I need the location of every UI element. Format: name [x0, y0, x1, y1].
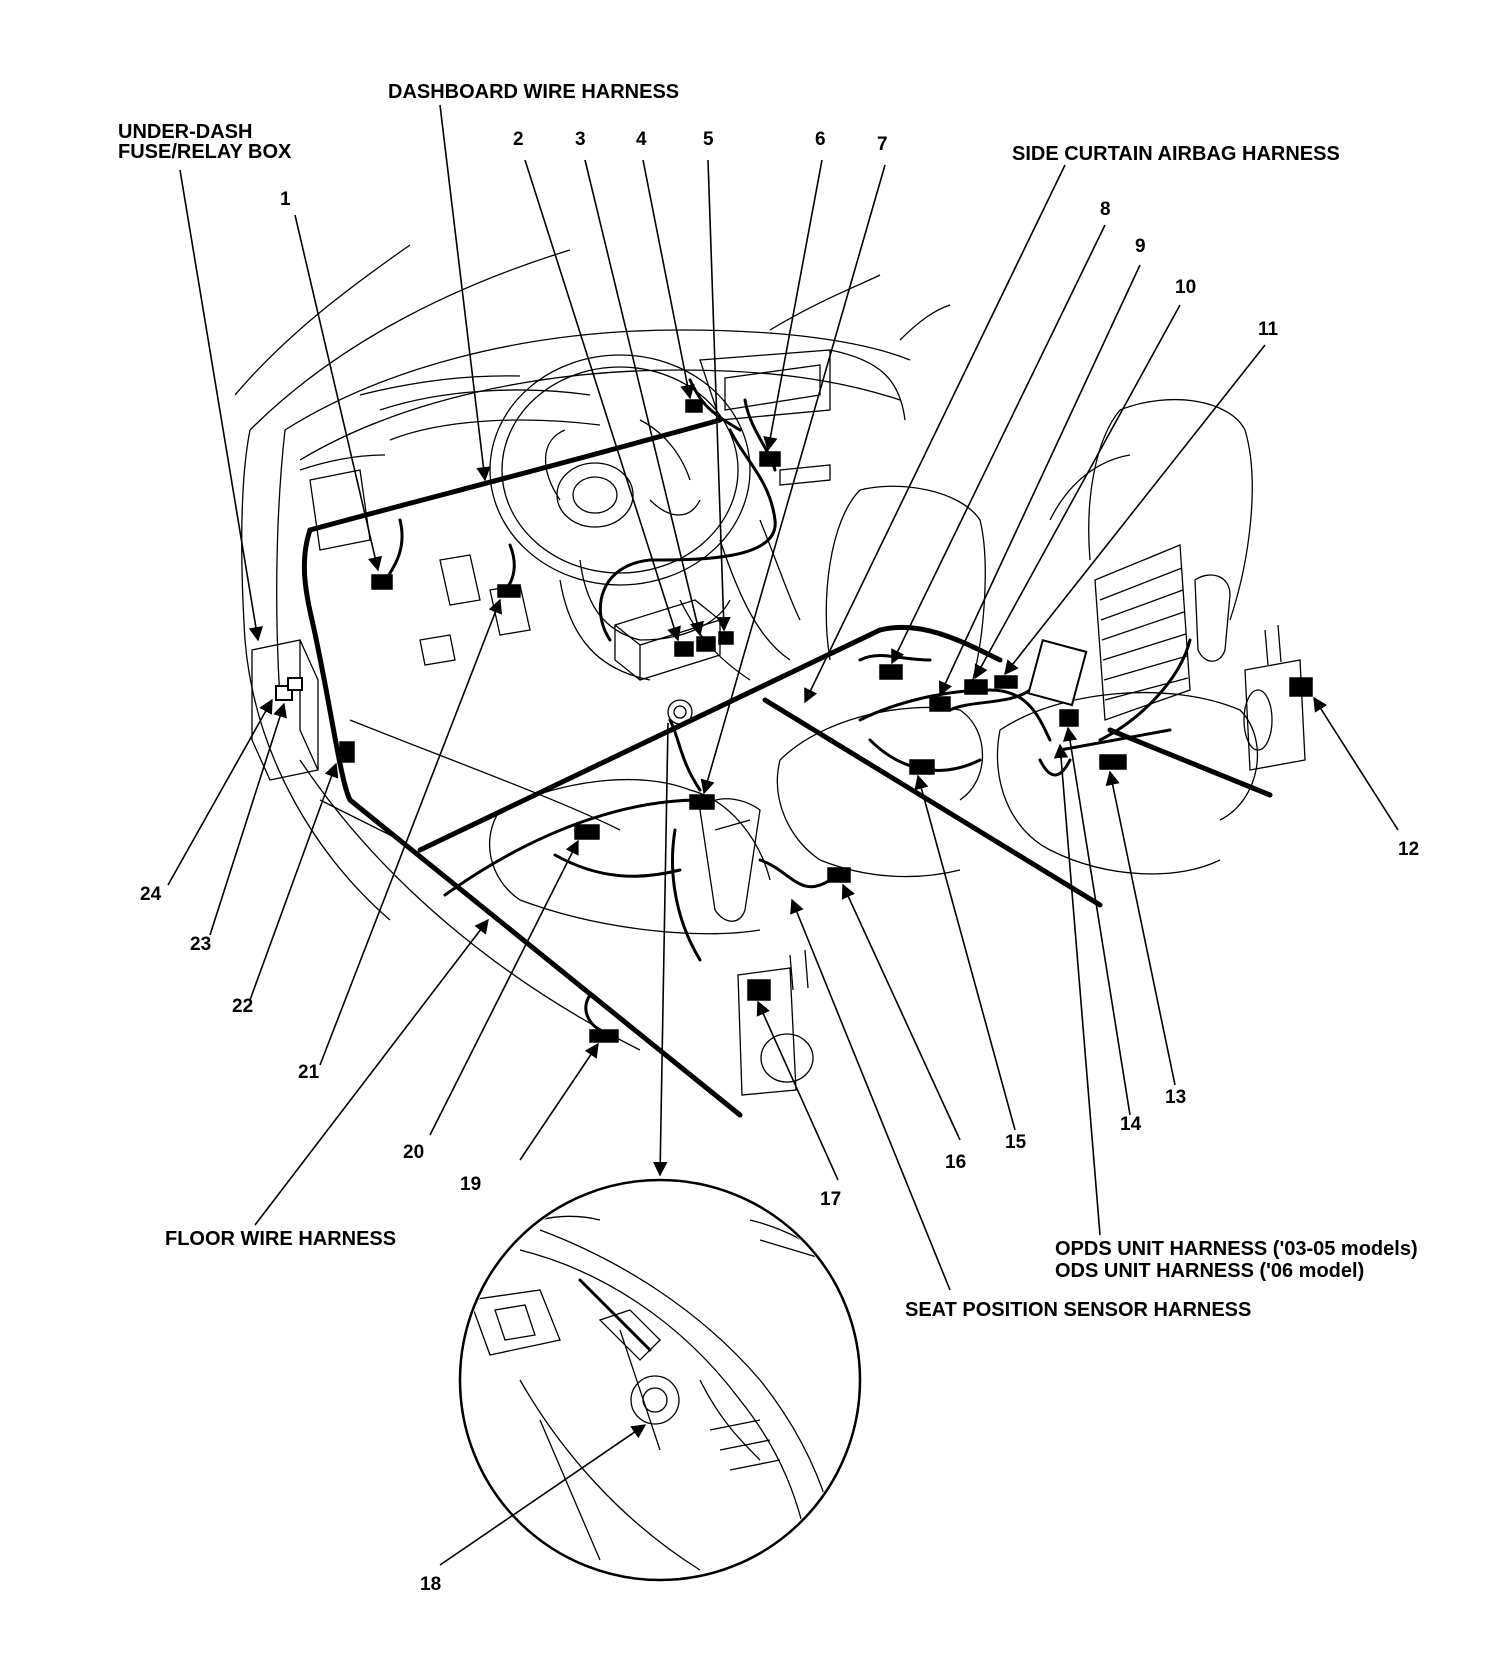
- callout-2: 2: [513, 129, 524, 150]
- leader-opds: [1053, 743, 1101, 1236]
- callout-6: 6: [815, 129, 826, 150]
- connector-7: [689, 794, 715, 810]
- leader-20: [429, 839, 579, 1136]
- leader-3: [584, 159, 704, 637]
- leader-23: [209, 702, 287, 936]
- connector-22: [339, 741, 355, 763]
- leader-8: [891, 224, 1106, 665]
- connector-4: [685, 399, 703, 413]
- callout-11: 11: [1258, 319, 1279, 340]
- leader-7: [700, 164, 886, 795]
- connector-3: [696, 636, 716, 652]
- connector-16: [827, 867, 851, 883]
- leader-16: [841, 883, 961, 1141]
- callout-16: 16: [945, 1152, 966, 1173]
- connector-21: [497, 584, 521, 598]
- label-opds-harness: OPDS UNIT HARNESS ('03-05 models): [1055, 1238, 1418, 1260]
- leader-seat-position: [790, 898, 951, 1291]
- leader-side-curtain: [804, 164, 1066, 704]
- label-floor-harness: FLOOR WIRE HARNESS: [165, 1228, 396, 1250]
- connector-19: [589, 1029, 619, 1043]
- connector-1: [371, 574, 393, 590]
- callout-18: 18: [420, 1574, 441, 1595]
- callout-22: 22: [232, 996, 253, 1017]
- callout-19: 19: [460, 1174, 481, 1195]
- connector-11: [994, 675, 1018, 689]
- callout-23: 23: [190, 934, 211, 955]
- callout-17: 17: [820, 1189, 841, 1210]
- leader-10: [974, 304, 1181, 680]
- label-dashboard-harness: DASHBOARD WIRE HARNESS: [388, 81, 679, 103]
- leader-19: [519, 1042, 599, 1161]
- leader-2: [524, 159, 681, 642]
- label-side-curtain-harness: SIDE CURTAIN AIRBAG HARNESS: [1012, 143, 1340, 165]
- callout-20: 20: [403, 1142, 424, 1163]
- ground-detail-inset: [458, 1178, 862, 1582]
- seat-weight-sensor-grid: [1094, 544, 1191, 721]
- connector-14: [1059, 709, 1079, 727]
- connectors: [275, 399, 1313, 1043]
- leader-1: [294, 214, 383, 572]
- callout-4: 4: [636, 129, 647, 150]
- harness-wires: [301, 378, 1273, 1118]
- callout-10: 10: [1175, 277, 1196, 298]
- leader-floor: [254, 918, 489, 1226]
- connector-24: [287, 677, 303, 691]
- dashboard-harness-wire: [307, 417, 723, 533]
- leader-22: [249, 762, 339, 1001]
- connector-13: [1099, 754, 1127, 770]
- connector-20: [574, 824, 600, 840]
- leader-lines: [167, 104, 1399, 1566]
- callout-24: 24: [140, 884, 162, 905]
- connector-12: [1289, 677, 1313, 697]
- leader-18: [439, 1424, 647, 1566]
- label-under-dash-line1: UNDER-DASH: [118, 121, 252, 143]
- leader-6: [763, 159, 823, 452]
- connector-9: [929, 696, 951, 712]
- leader-13: [1105, 770, 1176, 1086]
- leader-21: [319, 598, 503, 1066]
- callout-13: 13: [1165, 1087, 1186, 1108]
- callout-3: 3: [575, 129, 586, 150]
- connector-15: [909, 759, 935, 775]
- callout-7: 7: [877, 134, 888, 155]
- leader-9: [938, 264, 1141, 697]
- leader-24: [167, 698, 273, 886]
- opds-unit: [1027, 639, 1088, 707]
- connector-17: [747, 979, 771, 1001]
- side-curtain-harness-wire: [762, 697, 1103, 908]
- callout-1: 1: [280, 189, 291, 210]
- leader-under-dash: [179, 169, 263, 642]
- connector-5: [718, 631, 734, 645]
- leader-11: [1004, 344, 1266, 676]
- callout-numbers: 1 2 3 4 5 6 7 8 9 10 11 12 13 14 15 16 1…: [140, 129, 1419, 1595]
- label-under-dash-line2: FUSE/RELAY BOX: [118, 141, 292, 163]
- connector-10: [964, 679, 988, 695]
- label-seat-position-harness: SEAT POSITION SENSOR HARNESS: [905, 1299, 1251, 1321]
- connector-2: [674, 641, 694, 657]
- floor-wire-harness-wire: [309, 617, 743, 1118]
- callout-8: 8: [1100, 199, 1111, 220]
- leader-dashboard: [439, 104, 491, 482]
- leader-14: [1062, 726, 1131, 1116]
- callout-15: 15: [1005, 1132, 1027, 1153]
- leader-5: [707, 159, 731, 632]
- callout-5: 5: [703, 129, 714, 150]
- callout-21: 21: [298, 1062, 320, 1083]
- callout-9: 9: [1135, 236, 1146, 257]
- heading-labels: UNDER-DASH FUSE/RELAY BOX DASHBOARD WIRE…: [118, 81, 1418, 1321]
- connector-6: [759, 451, 781, 467]
- interior-outline: [234, 244, 1306, 1096]
- connector-8: [879, 664, 903, 680]
- leader-18-down: [653, 722, 669, 1177]
- leader-17: [756, 1000, 839, 1181]
- callout-14: 14: [1120, 1114, 1142, 1135]
- leader-4: [642, 159, 695, 400]
- leader-15: [914, 774, 1016, 1131]
- label-ods-harness: ODS UNIT HARNESS ('06 model): [1055, 1260, 1364, 1282]
- callout-12: 12: [1398, 839, 1419, 860]
- opds-harness-wire: [858, 688, 1052, 742]
- leader-12: [1313, 696, 1399, 831]
